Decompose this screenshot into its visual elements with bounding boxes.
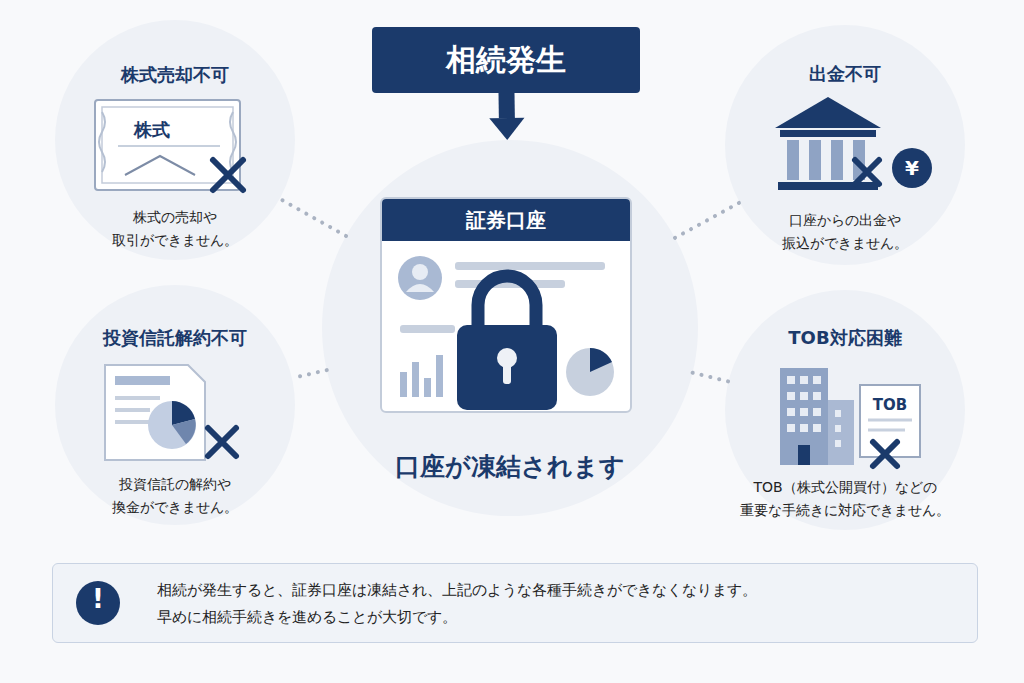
node-heading: TOB対応困難	[725, 325, 965, 351]
yen-symbol: ¥	[897, 155, 927, 181]
flow-arrow	[498, 93, 514, 118]
node-text: 相続が発生すると、証券口座は凍結され、上記のような各種手続きができなくなります。…	[157, 577, 957, 631]
node-text: TOB（株式公開買付）などの 重要な手続きに対応できません。	[723, 476, 967, 522]
effect-circle: 出金不可口座からの出金や 振込ができません。	[725, 25, 965, 265]
event-box: 相続発生	[372, 27, 640, 93]
node-heading: 出金不可	[725, 61, 965, 87]
alert-mark: !	[86, 586, 110, 612]
effect-circle: 投資信託解約不可投資信託の解約や 換金ができません。	[55, 285, 295, 525]
account-card: 証券口座	[380, 197, 632, 413]
node-text: 株式の売却や 取引ができません。	[95, 206, 255, 252]
effect-circle: TOB対応困難 TOB（株式公開買付）などの 重要な手続きに対応できません。	[725, 290, 965, 530]
node-text: 証券口座	[382, 199, 630, 241]
node-text: 投資信託の解約や 換金ができません。	[95, 473, 255, 519]
dotted-connector	[280, 199, 346, 236]
node-text: 口座が凍結されます	[322, 450, 698, 484]
node-heading: 株式売却不可	[55, 62, 295, 88]
account-circle: 口座が凍結されます 証券口座	[322, 140, 698, 516]
node-heading: 投資信託解約不可	[55, 325, 295, 351]
arrow-head	[489, 118, 524, 140]
dotted-connector	[292, 370, 327, 378]
note-box: 相続が発生すると、証券口座は凍結され、上記のような各種手続きができなくなります。…	[52, 563, 978, 643]
certificate-label: 株式	[122, 117, 182, 143]
tob-label: TOB	[862, 392, 918, 418]
dotted-connector	[693, 373, 729, 382]
effect-circle: 株式売却不可株式の売却や 取引ができません。	[55, 20, 295, 260]
dotted-connector	[675, 203, 740, 238]
node-text: 口座からの出金や 振込ができません。	[760, 209, 930, 255]
node-text: 相続発生	[372, 27, 640, 93]
